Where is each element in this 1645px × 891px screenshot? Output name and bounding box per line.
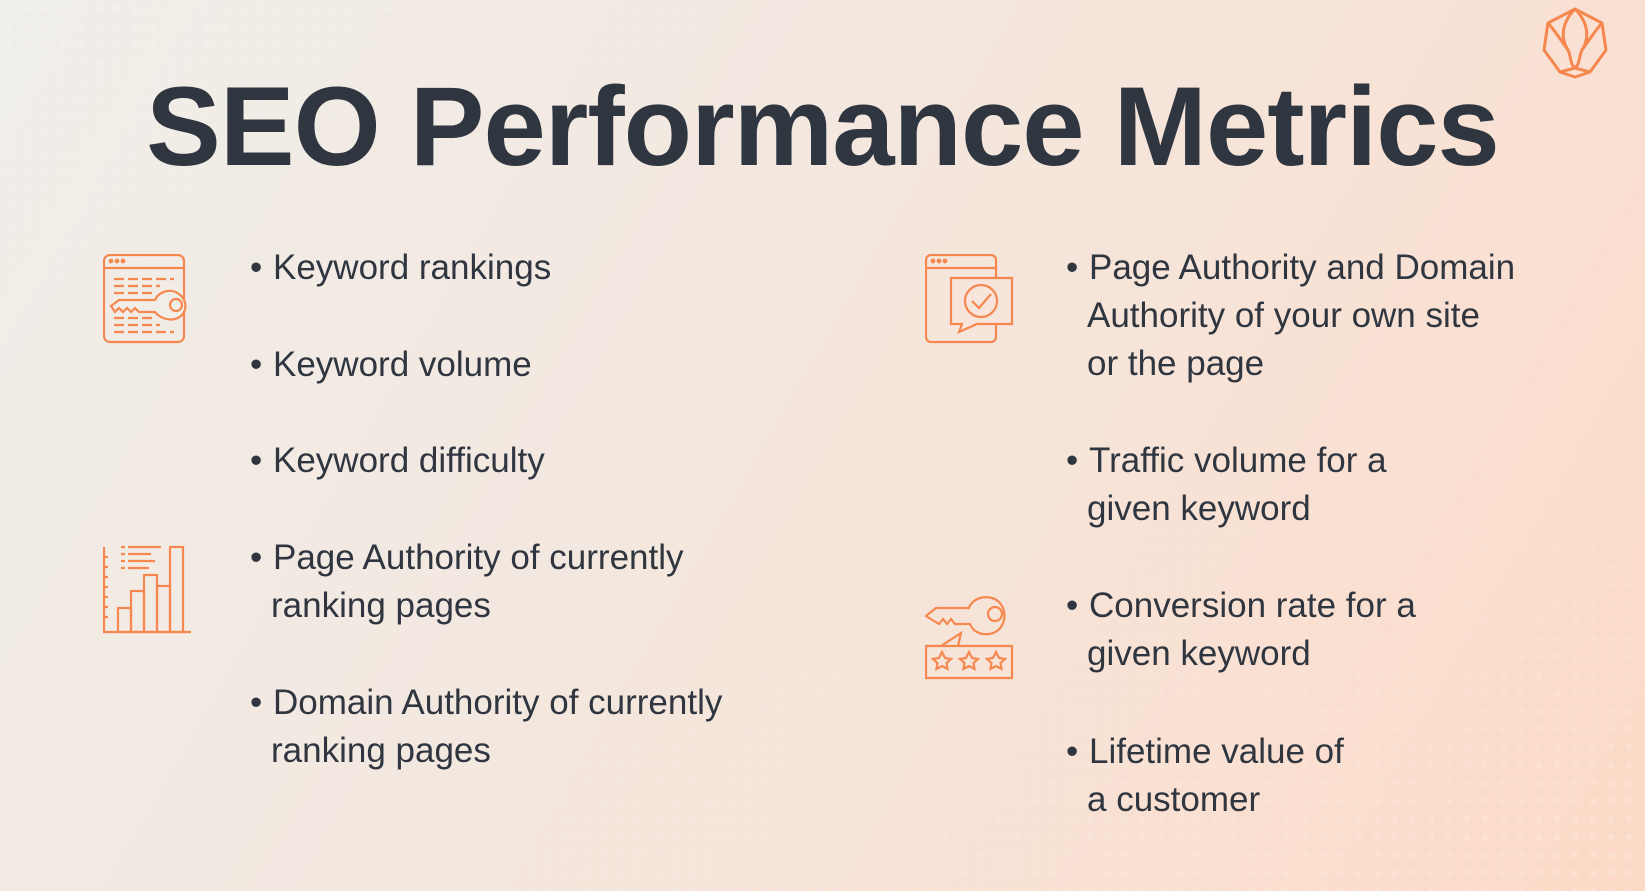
item-text: Keyword difficulty	[273, 441, 545, 480]
item-text: Conversion rate for a	[1089, 586, 1416, 625]
bullet: •	[1066, 732, 1079, 771]
item-text: Authority of your own site	[1087, 296, 1480, 335]
item-text: Keyword rankings	[273, 248, 552, 287]
key-document-icon	[103, 254, 187, 344]
item-text: a customer	[1087, 780, 1261, 819]
list-item-traffic-volume: • Traffic volume for a given keyword	[1066, 437, 1387, 533]
bullet: •	[250, 441, 263, 480]
checkmark-document-icon	[925, 254, 1014, 344]
item-text: Traffic volume for a	[1089, 441, 1387, 480]
item-text: ranking pages	[271, 586, 491, 625]
item-text: Lifetime value of	[1089, 732, 1344, 771]
list-item-own-site-authority: • Page Authority and Domain Authority of …	[1066, 244, 1515, 388]
bullet: •	[1066, 586, 1079, 625]
item-text: Page Authority of currently	[273, 538, 684, 577]
list-item-page-authority-ranking: • Page Authority of currently ranking pag…	[250, 534, 684, 630]
bar-chart-icon	[103, 545, 191, 634]
item-text: given keyword	[1087, 634, 1311, 673]
fox-head-logo	[1542, 7, 1608, 79]
item-text: given keyword	[1087, 489, 1311, 528]
item-text: ranking pages	[271, 731, 491, 770]
bullet: •	[1066, 441, 1079, 480]
list-item-keyword-difficulty: • Keyword difficulty	[250, 437, 545, 485]
item-text: Keyword volume	[273, 345, 532, 384]
page-title: SEO Performance Metrics	[146, 64, 1500, 189]
list-item-conversion-rate: • Conversion rate for a given keyword	[1066, 582, 1416, 678]
bullet: •	[250, 345, 263, 384]
bullet: •	[250, 248, 263, 287]
key-rating-stars-icon	[925, 596, 1014, 680]
item-text: Domain Authority of currently	[273, 683, 723, 722]
list-item-lifetime-value: • Lifetime value of a customer	[1066, 728, 1344, 824]
list-item-keyword-rankings: • Keyword rankings	[250, 244, 551, 292]
item-text: or the page	[1087, 344, 1265, 383]
bullet: •	[250, 683, 263, 722]
list-item-domain-authority-ranking: • Domain Authority of currently ranking p…	[250, 679, 722, 775]
list-item-keyword-volume: • Keyword volume	[250, 341, 532, 389]
bullet: •	[250, 538, 263, 577]
item-text: Page Authority and Domain	[1089, 248, 1516, 287]
bullet: •	[1066, 248, 1079, 287]
